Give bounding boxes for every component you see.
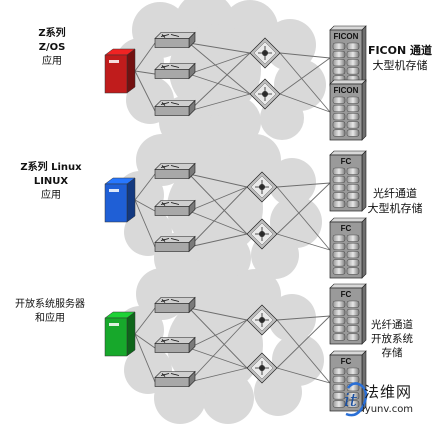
switch-icon: [249, 78, 281, 110]
link-line: [276, 319, 331, 384]
link-line: [279, 52, 331, 59]
watermark-site-cn: 法维网: [364, 383, 413, 401]
watermark-site-en: iyunv.com: [362, 404, 414, 415]
link-line: [188, 73, 251, 95]
storage-label-ficon: FICON 通道 大型机存储: [360, 43, 440, 73]
host-label-line: 应用: [41, 190, 61, 201]
host-label-line: 和应用: [35, 313, 65, 324]
host-label-line: 开放系统服务器: [15, 299, 85, 310]
storage-array-icon: FC: [329, 150, 367, 212]
link-line: [188, 52, 251, 75]
storage-label-line: 存储: [381, 347, 403, 359]
storage-array-icon: FICON: [329, 25, 367, 87]
host-label-linux: Z系列 Linux LINUX 应用: [8, 161, 94, 203]
server-icon: [104, 177, 136, 223]
watermark-logo-text: it: [344, 390, 358, 411]
link-line: [279, 57, 331, 95]
storage-label-fc-open: 光纤通道 开放系统 存储: [358, 318, 426, 360]
link-line: [134, 199, 156, 248]
hub-icon: [154, 336, 196, 354]
link-line: [188, 186, 248, 248]
link-line: [279, 52, 331, 113]
storage-label-line: FICON 通道: [367, 44, 433, 57]
link-line: [276, 186, 331, 251]
link-line: [188, 52, 251, 112]
switch-icon: [249, 37, 281, 69]
link-line: [276, 315, 331, 321]
link-line: [134, 307, 156, 335]
switch-icon: [246, 352, 278, 384]
server-icon: [104, 311, 136, 357]
storage-tag: FICON: [334, 32, 359, 41]
link-line: [134, 199, 156, 212]
link-line: [188, 319, 248, 383]
storage-tag: FC: [341, 157, 352, 166]
host-label-open: 开放系统服务器 和应用: [4, 298, 96, 326]
link-line: [188, 319, 248, 349]
host-label-line: Z系列: [38, 28, 66, 39]
link-line: [188, 367, 248, 383]
hub-icon: [154, 99, 196, 117]
link-line: [188, 42, 251, 54]
link-line: [188, 233, 248, 248]
hub-icon: [154, 62, 196, 80]
hub-icon: [154, 31, 196, 49]
link-line: [276, 315, 331, 369]
watermark: it 法维网 iyunv.com: [340, 380, 444, 424]
storage-tag: FC: [341, 290, 352, 299]
host-label-line: Z系列 Linux: [20, 162, 82, 173]
link-line: [188, 307, 248, 321]
storage-tag: FICON: [334, 86, 359, 95]
storage-array-icon: FC: [329, 283, 367, 345]
link-line: [188, 173, 248, 188]
link-line: [276, 367, 331, 384]
storage-array-icon: FICON: [329, 79, 367, 141]
host-label-line: Z/OS: [38, 42, 66, 53]
switch-icon: [246, 218, 278, 250]
storage-label-line: 光纤通道: [373, 187, 417, 200]
link-line: [276, 233, 331, 251]
link-line: [134, 70, 156, 75]
hub-icon: [154, 296, 196, 314]
host-label-line: 应用: [42, 56, 62, 67]
storage-label-fc-mainframe: 光纤通道 大型机存储: [355, 186, 435, 216]
storage-label-line: 大型机存储: [367, 202, 423, 215]
storage-label-line: 开放系统: [371, 333, 413, 345]
link-line: [188, 186, 248, 212]
switch-icon: [246, 171, 278, 203]
hub-icon: [154, 235, 196, 253]
host-label-zos: Z系列 Z/OS 应用: [18, 27, 86, 69]
storage-array-icon: FC: [329, 217, 367, 279]
hub-icon: [154, 162, 196, 180]
storage-label-line: 大型机存储: [372, 59, 428, 72]
link-line: [279, 93, 331, 113]
link-line: [188, 42, 251, 95]
link-line: [188, 210, 248, 235]
link-line: [134, 173, 156, 201]
watermark-logo: it: [344, 382, 368, 417]
server-icon: [104, 48, 136, 94]
link-line: [134, 333, 156, 349]
cloud: [116, 0, 326, 148]
link-line: [188, 307, 248, 369]
storage-tag: FC: [341, 224, 352, 233]
switch-icon: [246, 304, 278, 336]
link-line: [188, 347, 248, 369]
host-label-line: LINUX: [33, 176, 69, 187]
link-line: [276, 182, 331, 188]
hub-icon: [154, 370, 196, 388]
link-line: [188, 93, 251, 112]
link-line: [134, 70, 156, 112]
hub-icon: [154, 199, 196, 217]
storage-label-line: 光纤通道: [371, 319, 413, 331]
link-line: [276, 182, 331, 235]
link-line: [134, 333, 156, 383]
storage-tag: FC: [341, 357, 352, 366]
link-line: [134, 42, 156, 72]
cloud: [116, 258, 324, 424]
link-line: [188, 173, 248, 235]
